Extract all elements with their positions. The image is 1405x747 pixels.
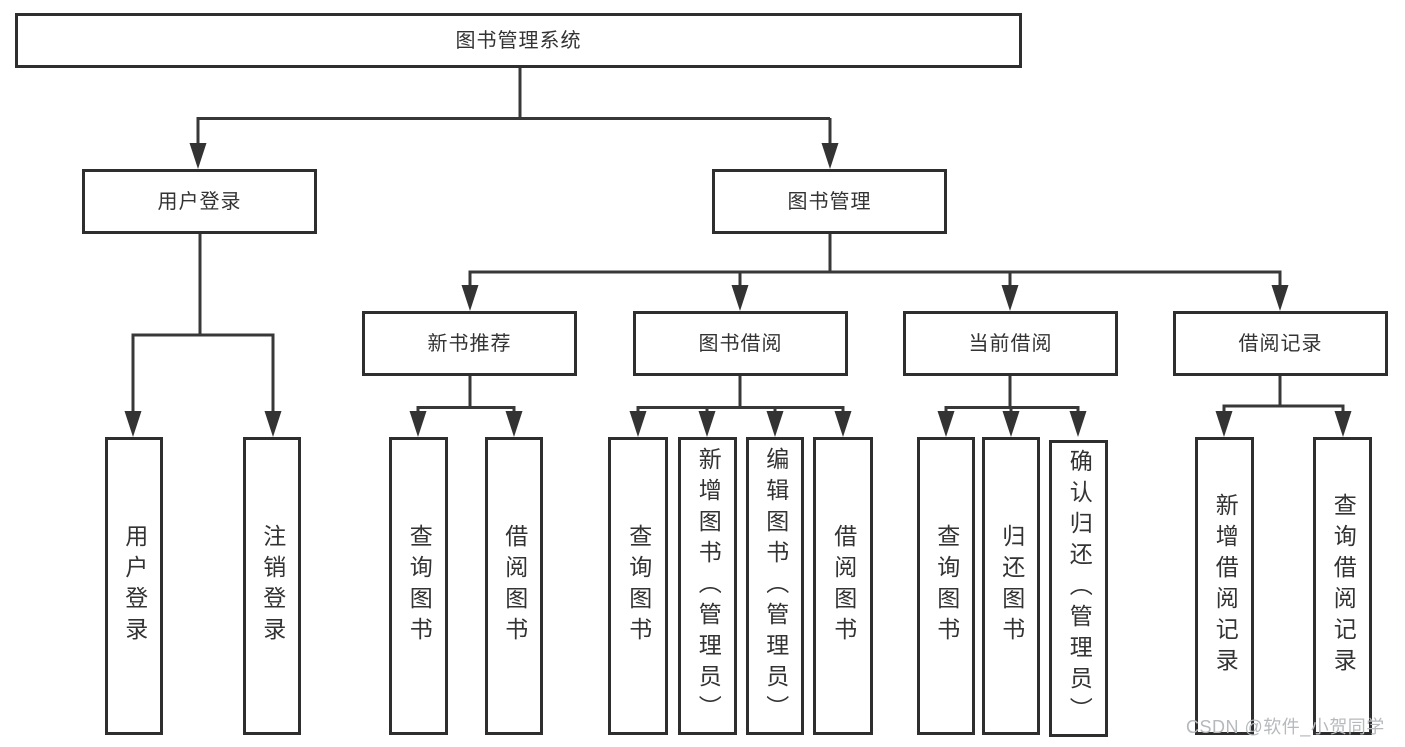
node-borrow-record: 借阅记录	[1173, 311, 1388, 376]
csdn-watermark: CSDN @软件_小贺同学	[1186, 717, 1385, 737]
leaf-record-add-borrow-record: 新增借阅记录	[1195, 437, 1254, 735]
arrow-to-borrow-record	[1271, 285, 1289, 311]
arrow-to-new-book-rec	[461, 285, 479, 311]
leaf-user-login: 用户登录	[105, 437, 163, 735]
connector-book-borrow-rail	[636, 406, 845, 415]
arrow-to-book-mgmt	[821, 143, 839, 169]
arrow-to-bor-borrow-book	[834, 411, 852, 437]
leaf-current-query-book: 查询图书	[917, 437, 975, 735]
node-current-borrow: 当前借阅	[903, 311, 1118, 376]
arrow-to-cur-query-book	[937, 411, 955, 437]
leaf-recommend-borrow-book: 借阅图书	[485, 437, 543, 735]
arrow-to-cur-confirm-return	[1069, 411, 1087, 437]
leaf-borrow-query-book: 查询图书	[608, 437, 668, 735]
leaf-current-confirm-return-admin: 确认归还（管理员）	[1049, 440, 1108, 737]
connector-level2-rail	[196, 117, 832, 146]
connector-level3-rail	[468, 270, 1282, 290]
node-library-system: 图书管理系统	[15, 13, 1022, 68]
leaf-logout: 注销登录	[243, 437, 301, 735]
leaf-current-return-book: 归还图书	[982, 437, 1040, 735]
arrow-to-bor-query-book	[629, 411, 647, 437]
arrowheads	[124, 143, 1352, 437]
arrow-to-log-add-record	[1215, 411, 1233, 437]
arrow-to-current-borrow	[1001, 285, 1019, 311]
leaf-borrow-add-book-admin: 新增图书（管理员）	[678, 437, 737, 735]
connector-borrow-record-rail	[1222, 404, 1345, 415]
arrow-to-leaf-user-login	[124, 411, 142, 437]
leaf-borrow-borrow-book: 借阅图书	[813, 437, 873, 735]
arrow-to-bor-edit-book	[766, 411, 784, 437]
arrow-to-log-query-record	[1334, 411, 1352, 437]
arrow-to-rec-borrow-book	[505, 411, 523, 437]
connector-new-book-rec-rail	[416, 406, 516, 415]
node-user-login: 用户登录	[82, 169, 317, 234]
node-new-book-recommend: 新书推荐	[362, 311, 577, 376]
arrow-to-leaf-logout	[264, 411, 282, 437]
connector-user-login-rail	[131, 333, 275, 414]
leaf-record-query-borrow-record: 查询借阅记录	[1313, 437, 1372, 735]
arrow-to-user-login	[189, 143, 207, 169]
leaf-recommend-query-book: 查询图书	[389, 437, 448, 735]
node-book-management: 图书管理	[712, 169, 947, 234]
node-book-borrow: 图书借阅	[633, 311, 848, 376]
leaf-borrow-edit-book-admin: 编辑图书（管理员）	[746, 437, 804, 735]
arrow-to-bor-add-book	[698, 411, 716, 437]
arrow-to-cur-return-book	[1002, 411, 1020, 437]
arrow-to-rec-query-book	[409, 411, 427, 437]
arrow-to-book-borrow	[731, 285, 749, 311]
